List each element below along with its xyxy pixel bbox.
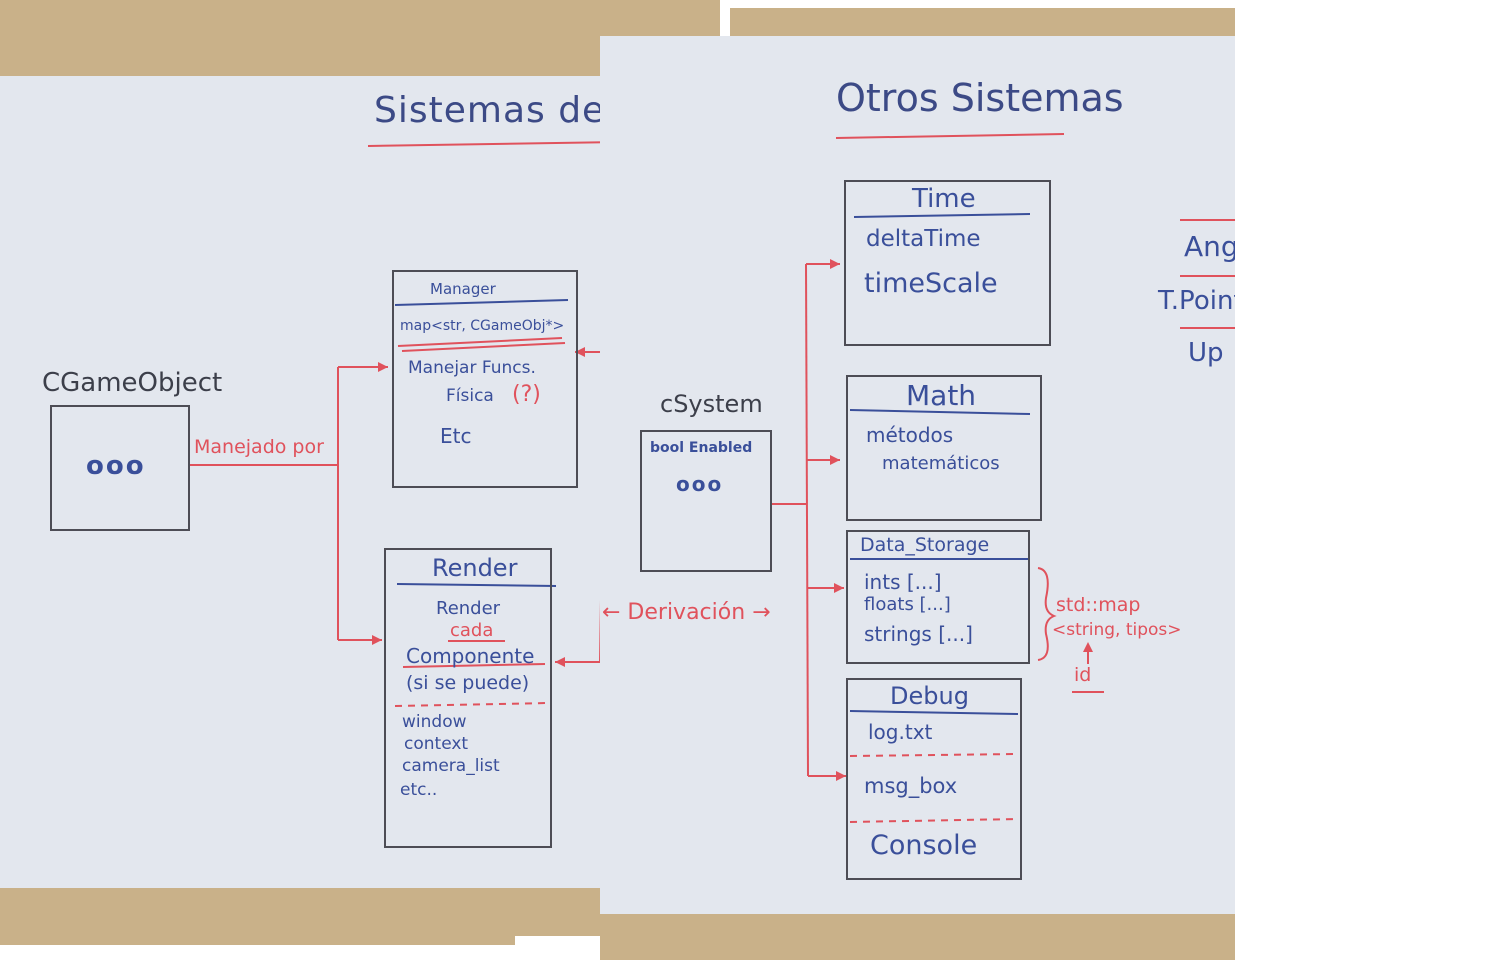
arrowhead-time	[830, 259, 840, 269]
manager-line-3: (?)	[512, 382, 541, 407]
cgameobject-body: ooo	[86, 451, 146, 481]
math-field-2: matemáticos	[882, 453, 1000, 474]
system-branch	[805, 263, 809, 777]
id-arrowhead	[1083, 642, 1093, 652]
arrowhead-data-storage	[834, 583, 844, 593]
render-field-2: context	[404, 734, 469, 754]
render-field-3: camera_list	[402, 756, 500, 776]
render-line-2: cada	[450, 620, 494, 641]
arrowhead-manager	[378, 362, 388, 372]
arrowhead-render	[372, 635, 382, 645]
right-whiteboard: Otros Sistemas cSystem bool Enabled ooo …	[600, 8, 1235, 960]
data-storage-box: Data_Storage ints [...] floats [...] str…	[846, 530, 1030, 664]
manager-line-2: Física	[446, 386, 494, 406]
manager-line-1: Manejar Funcs.	[408, 358, 536, 378]
csystem-body: ooo	[676, 472, 724, 496]
debug-title-rule	[849, 710, 1019, 715]
data-storage-field-3: strings [...]	[864, 622, 973, 646]
debug-box: Debug log.txt msg_box Console	[846, 678, 1022, 880]
data-storage-field-1: ints [...]	[864, 570, 942, 594]
time-title: Time	[912, 184, 976, 214]
time-field-2: timeScale	[864, 268, 998, 299]
time-field-1: deltaTime	[866, 226, 981, 252]
cgameobject-label: CGameObject	[42, 368, 223, 398]
debug-section-3: Console	[870, 830, 978, 861]
managed-by-label: Manejado por	[194, 436, 324, 458]
cgameobject-box: ooo	[50, 405, 190, 531]
data-storage-note-1: std::map	[1056, 594, 1141, 616]
partial-list-item-2: T.Point	[1158, 286, 1235, 316]
debug-divider-2	[849, 818, 1019, 823]
time-title-rule	[853, 213, 1031, 218]
manager-title: Manager	[430, 280, 496, 298]
seam-block-bottom	[515, 936, 600, 960]
render-box: Render Render cada Componente (si se pue…	[384, 548, 552, 848]
manager-line-4: Etc	[440, 424, 472, 448]
math-field-1: métodos	[866, 423, 954, 447]
time-box: Time deltaTime timeScale	[844, 180, 1051, 346]
derivation-label: ← Derivación →	[602, 600, 771, 625]
data-storage-note-2: <string, tipos>	[1052, 620, 1182, 640]
partial-list-item-1: Angle	[1184, 230, 1235, 263]
manager-box: Manager map<str, CGameObj*> Manejar Func…	[392, 270, 578, 488]
debug-divider-1	[849, 753, 1019, 757]
render-line-3: Componente	[406, 644, 535, 668]
data-storage-brace	[1037, 567, 1057, 661]
data-storage-field-2: floats [...]	[864, 594, 951, 615]
render-componente-underline	[402, 663, 546, 668]
data-storage-title: Data_Storage	[860, 534, 990, 556]
math-title-rule	[849, 409, 1031, 415]
arrowhead-derivation-render	[555, 657, 565, 667]
arrowhead-debug	[836, 771, 846, 781]
render-title-rule	[396, 583, 557, 587]
csystem-box: bool Enabled ooo	[640, 430, 772, 572]
arrowhead-derivation-manager	[575, 347, 585, 357]
right-board-surface	[600, 36, 1235, 918]
debug-title: Debug	[890, 682, 969, 710]
data-storage-note-3: id	[1074, 664, 1092, 686]
csystem-field: bool Enabled	[650, 440, 753, 456]
debug-section-1: log.txt	[868, 720, 933, 744]
manager-field-underline-a	[397, 337, 563, 347]
right-board-title: Otros Sistemas	[836, 76, 1124, 120]
math-title: Math	[906, 379, 977, 412]
right-board-frame-bottom	[600, 914, 1235, 960]
render-field-4: etc..	[400, 780, 438, 800]
math-box: Math métodos matemáticos	[846, 375, 1042, 521]
render-line-1: Render	[436, 598, 501, 619]
partial-list-item-3: Up	[1188, 338, 1224, 368]
render-line-4: (si se puede)	[406, 672, 530, 694]
render-field-1: window	[402, 712, 467, 732]
right-title-underline	[835, 133, 1065, 139]
right-board-frame-top	[730, 8, 1235, 38]
debug-section-2: msg_box	[864, 774, 958, 798]
right-board-connectors	[772, 133, 1235, 823]
manager-field: map<str, CGameObj*>	[400, 318, 565, 334]
render-title: Render	[432, 554, 518, 582]
manager-title-rule	[394, 299, 569, 306]
manager-field-underline-b	[401, 342, 566, 352]
csystem-label: cSystem	[660, 390, 763, 418]
arrowhead-math	[830, 455, 840, 465]
